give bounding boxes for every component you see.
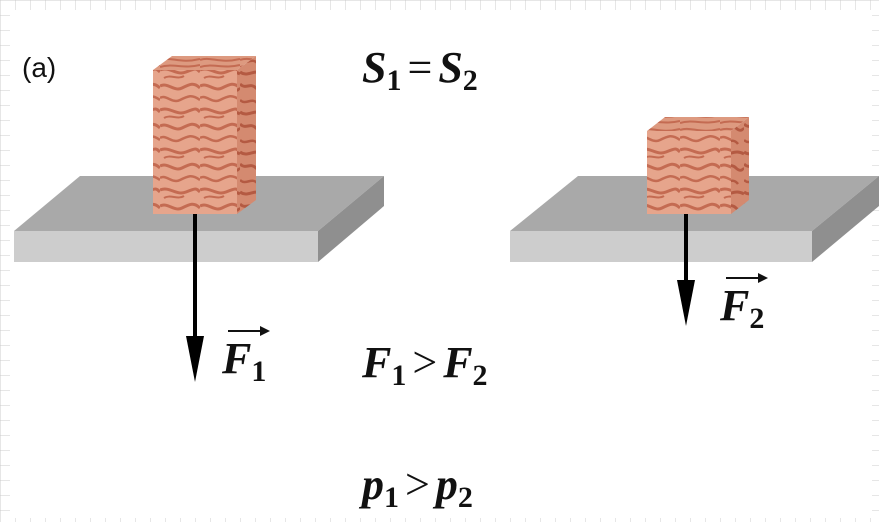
- force-inequality: F1>F2: [362, 338, 488, 392]
- force-arrow-f2: [677, 214, 695, 326]
- vector-arrow-icon: [228, 326, 270, 336]
- panel-label: (a): [22, 52, 57, 83]
- area-equation: S1=S2: [362, 43, 478, 97]
- tall-wood-block: [153, 56, 256, 214]
- pressure-inequality: p1>p2: [362, 460, 473, 514]
- force-arrow-f1: [186, 214, 204, 382]
- vector-f1-label: F1: [222, 326, 270, 389]
- vector-arrow-icon: [726, 273, 768, 283]
- vector-f2-label: F2: [720, 273, 768, 336]
- short-wood-block: [647, 117, 749, 214]
